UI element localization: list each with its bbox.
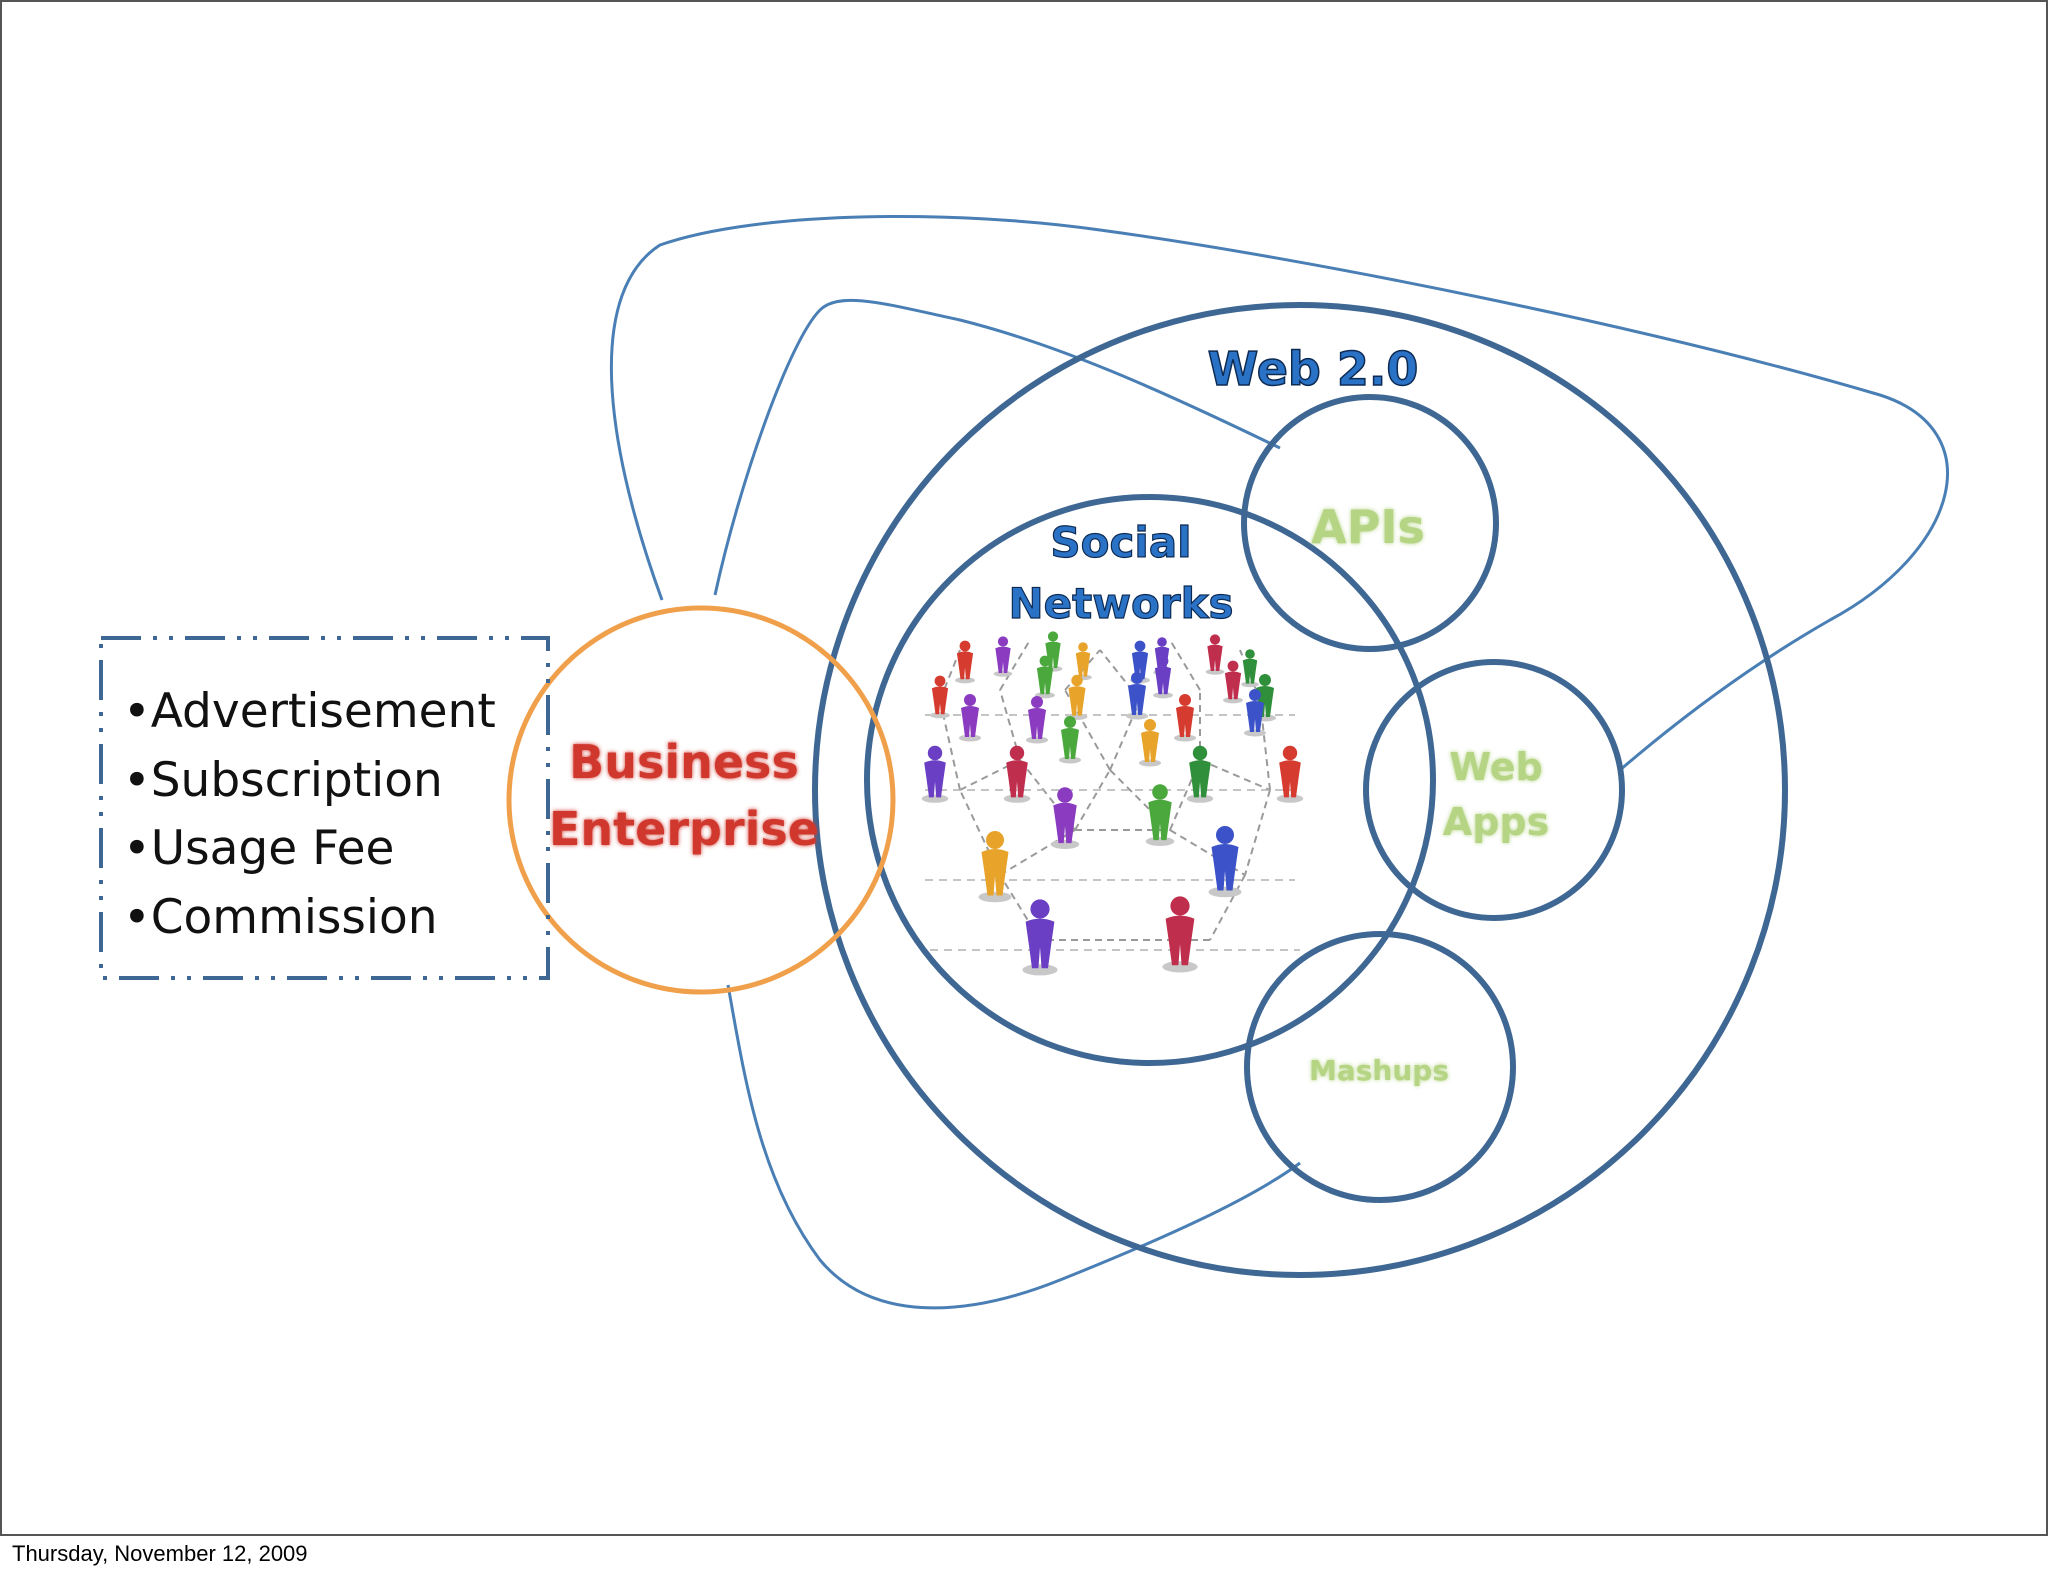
business-enterprise-circle — [506, 605, 896, 995]
mashups-circle — [1244, 931, 1516, 1203]
person-figure-icon — [1276, 745, 1304, 803]
person-figure-icon — [1244, 689, 1266, 737]
business-label-line2: Enterprise — [549, 802, 819, 856]
web-apps-label: Web Apps — [1443, 745, 1549, 844]
lower-loop-curve — [726, 984, 1301, 1310]
network-link — [1244, 789, 1271, 876]
social-label-line2: Networks — [1008, 579, 1233, 628]
person-figure-icon — [1003, 745, 1031, 803]
person-figure-icon — [1153, 655, 1173, 699]
person-figure-icon — [1241, 649, 1259, 688]
person-figure-icon — [1162, 896, 1198, 973]
person-figure-icon — [1126, 672, 1148, 720]
outer-loop-curve — [609, 215, 1949, 772]
network-link — [939, 649, 961, 701]
person-figure-icon — [1050, 787, 1080, 849]
social-networks-circle — [864, 494, 1436, 1066]
people-network-icon — [921, 631, 1304, 976]
web20-circle — [812, 302, 1788, 1278]
business-label-line1: Business — [569, 735, 799, 789]
person-figure-icon — [993, 636, 1013, 677]
person-figure-icon — [1145, 784, 1175, 846]
person-figure-icon — [1186, 745, 1214, 803]
web20-label: Web 2.0 — [1208, 342, 1419, 396]
revenue-models-box — [99, 636, 550, 980]
person-figure-icon — [1174, 694, 1196, 742]
network-link — [1074, 769, 1111, 831]
business-enterprise-label: Business Enterprise — [549, 735, 819, 856]
network-link — [999, 639, 1031, 691]
inner-loop-curve — [713, 298, 1281, 596]
network-link — [1239, 649, 1261, 701]
slide-date: Thursday, November 12, 2009 — [12, 1541, 308, 1566]
webapps-label-line1: Web — [1449, 745, 1543, 789]
person-figure-icon — [978, 831, 1012, 903]
network-link — [1199, 759, 1271, 791]
apis-circle — [1241, 394, 1499, 652]
web-apps-circle — [1363, 659, 1625, 921]
revenue-item-subscription: •Subscription — [123, 753, 443, 808]
revenue-item-advertisement: •Advertisement — [123, 684, 496, 739]
person-figure-icon — [921, 745, 949, 803]
person-figure-icon — [930, 675, 950, 719]
revenue-item-usage-fee: •Usage Fee — [123, 821, 394, 876]
network-link — [1109, 769, 1171, 831]
person-figure-icon — [1208, 826, 1242, 898]
person-figure-icon — [1059, 716, 1081, 764]
revenue-item-commission: •Commission — [123, 890, 438, 945]
person-figure-icon — [1035, 655, 1055, 699]
person-figure-icon — [1022, 899, 1058, 976]
person-figure-icon — [1223, 660, 1243, 704]
social-networks-label: Social Networks — [1008, 517, 1234, 628]
network-link — [1209, 874, 1246, 941]
social-label-line1: Social — [1050, 518, 1191, 567]
webapps-label-line2: Apps — [1443, 800, 1549, 844]
person-figure-icon — [1205, 634, 1225, 675]
network-link — [1169, 639, 1201, 691]
network-link — [1099, 649, 1141, 701]
person-figure-icon — [1026, 696, 1048, 744]
mashups-label: Mashups — [1309, 1054, 1449, 1087]
slide-frame — [0, 0, 2048, 1536]
person-figure-icon — [1139, 719, 1161, 767]
revenue-models-list: •Advertisement •Subscription •Usage Fee … — [123, 684, 496, 945]
apis-label: APIs — [1311, 500, 1425, 554]
person-figure-icon — [955, 640, 975, 684]
person-figure-icon — [959, 694, 981, 742]
